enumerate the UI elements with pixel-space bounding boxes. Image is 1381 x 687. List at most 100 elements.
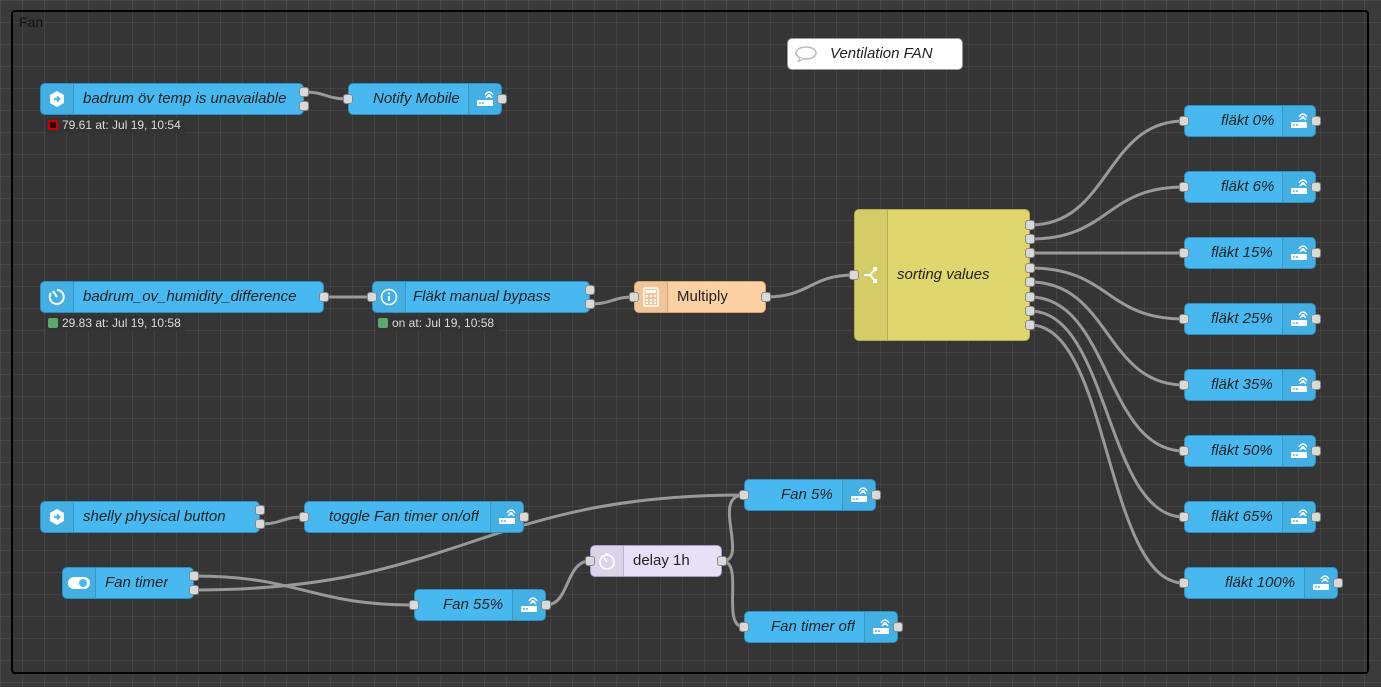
output-port[interactable] [299,101,309,111]
output-port[interactable] [1311,446,1321,456]
router-icon [1282,436,1315,466]
info-icon [373,282,406,312]
node-label: fläkt 100% [1225,574,1296,591]
output-port[interactable] [541,600,551,610]
output-port[interactable] [519,512,529,522]
wire [193,574,415,607]
status-indicator [48,318,58,328]
calculator-icon [635,282,668,312]
output-port[interactable] [761,292,771,302]
node-label: shelly physical button [83,508,226,525]
node-humidity-difference[interactable]: badrum_ov_humidity_difference [40,281,324,313]
node-label: badrum öv temp is unavailable [83,90,287,107]
output-port[interactable] [1333,578,1343,588]
output-port[interactable] [1025,277,1035,287]
wire [303,90,349,101]
wire [721,493,745,563]
input-port[interactable] [367,292,377,302]
input-port[interactable] [299,512,309,522]
node-flakt-65[interactable]: fläkt 65% [1184,501,1316,533]
router-icon [842,480,875,510]
input-port[interactable] [1179,446,1189,456]
node-temp-unavailable[interactable]: badrum öv temp is unavailable [40,83,304,115]
node-flakt-15[interactable]: fläkt 15% [1184,237,1316,269]
comment-label: Ventilation FAN [830,45,933,62]
comment-node[interactable]: Ventilation FAN [787,38,963,70]
router-icon [1282,370,1315,400]
output-port[interactable] [893,622,903,632]
node-fan-55[interactable]: Fan 55% [414,589,546,621]
output-port[interactable] [189,571,199,581]
home-assistant-icon [41,84,74,114]
input-port[interactable] [629,292,639,302]
input-port[interactable] [739,490,749,500]
node-flakt-6[interactable]: fläkt 6% [1184,171,1316,203]
output-port[interactable] [1025,248,1035,258]
node-fan-timer[interactable]: Fan timer [62,567,194,599]
output-port[interactable] [1311,380,1321,390]
input-port[interactable] [585,556,595,566]
output-port[interactable] [1311,248,1321,258]
node-label: Fan timer off [771,618,856,635]
node-label: fläkt 25% [1211,310,1273,327]
output-port[interactable] [871,490,881,500]
output-port[interactable] [189,585,199,595]
status-indicator [378,318,388,328]
wire [1029,266,1185,321]
input-port[interactable] [1179,248,1189,258]
input-port[interactable] [1179,182,1189,192]
node-label: Fan 55% [443,596,504,613]
output-port[interactable] [1311,512,1321,522]
wire [1029,309,1185,519]
output-port[interactable] [717,556,727,566]
output-port[interactable] [1311,116,1321,126]
node-label: fläkt 6% [1221,178,1275,195]
node-delay-1h[interactable]: delay 1h [590,545,722,577]
input-port[interactable] [409,600,419,610]
input-port[interactable] [849,270,859,280]
input-port[interactable] [1179,380,1189,390]
input-port[interactable] [739,622,749,632]
wire [721,559,745,629]
node-toggle-fan-timer[interactable]: toggle Fan timer on/off [304,501,524,533]
output-port[interactable] [585,285,595,295]
node-manual-bypass[interactable]: Fläkt manual bypass [372,281,590,313]
node-multiply[interactable]: Multiply [634,281,766,313]
node-flakt-100[interactable]: fläkt 100% [1184,567,1338,599]
node-flakt-35[interactable]: fläkt 35% [1184,369,1316,401]
input-port[interactable] [1179,116,1189,126]
output-port[interactable] [1025,320,1035,330]
node-shelly-button[interactable]: shelly physical button [40,501,260,533]
wire [589,295,635,306]
output-port[interactable] [255,505,265,515]
output-port[interactable] [255,519,265,529]
node-label: fläkt 15% [1211,244,1273,261]
output-port[interactable] [585,299,595,309]
input-port[interactable] [343,94,353,104]
output-port[interactable] [1025,263,1035,273]
node-flakt-50[interactable]: fläkt 50% [1184,435,1316,467]
node-fan-5[interactable]: Fan 5% [744,479,876,511]
node-sorting-values[interactable]: sorting values [854,209,1030,341]
output-port[interactable] [1025,292,1035,302]
node-fan-timer-off[interactable]: Fan timer off [744,611,898,643]
node-flakt-0[interactable]: fläkt 0% [1184,105,1316,137]
input-port[interactable] [1179,578,1189,588]
output-port[interactable] [299,87,309,97]
node-label: fläkt 50% [1211,442,1273,459]
output-port[interactable] [1311,182,1321,192]
output-port[interactable] [1025,220,1035,230]
node-label: Multiply [677,288,728,305]
node-label: fläkt 65% [1211,508,1273,525]
output-port[interactable] [1025,306,1035,316]
output-port[interactable] [1311,314,1321,324]
input-port[interactable] [1179,512,1189,522]
router-icon [864,612,897,642]
input-port[interactable] [1179,314,1189,324]
output-port[interactable] [319,292,329,302]
node-notify-mobile[interactable]: Notify Mobile [348,83,502,115]
node-flakt-25[interactable]: fläkt 25% [1184,303,1316,335]
router-icon [1282,238,1315,268]
output-port[interactable] [497,94,507,104]
output-port[interactable] [1025,234,1035,244]
